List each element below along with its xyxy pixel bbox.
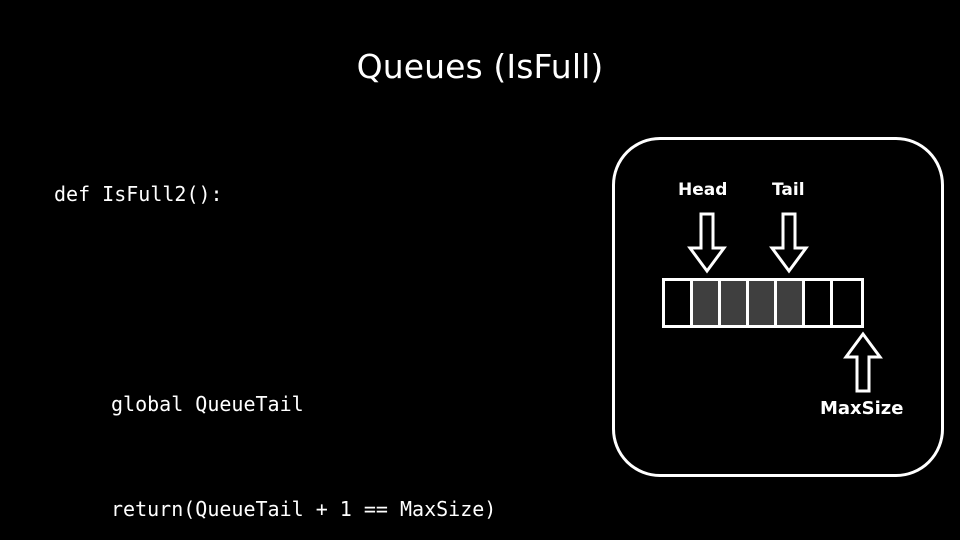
head-label: Head — [678, 180, 728, 200]
tail-label: Tail — [772, 180, 805, 200]
head-arrow-icon — [687, 212, 727, 274]
array-cell — [665, 281, 693, 325]
tail-arrow-icon — [769, 212, 809, 274]
code-block: def IsFull2(): global QueueTail return(Q… — [54, 107, 496, 540]
array-cell — [777, 281, 805, 325]
array-cell — [833, 281, 861, 325]
array-cell — [693, 281, 721, 325]
array-cell — [749, 281, 777, 325]
maxsize-arrow-icon — [843, 331, 883, 393]
array-cell — [805, 281, 833, 325]
code-line-def: def IsFull2(): — [54, 182, 223, 206]
code-line-blank — [54, 282, 496, 317]
code-line-return: return(QueueTail + 1 == MaxSize) — [111, 497, 497, 521]
maxsize-label: MaxSize — [820, 398, 904, 419]
queue-array — [662, 278, 864, 328]
code-line-global: global QueueTail — [111, 392, 304, 416]
page-title: Queues (IsFull) — [356, 47, 604, 86]
array-cell — [721, 281, 749, 325]
